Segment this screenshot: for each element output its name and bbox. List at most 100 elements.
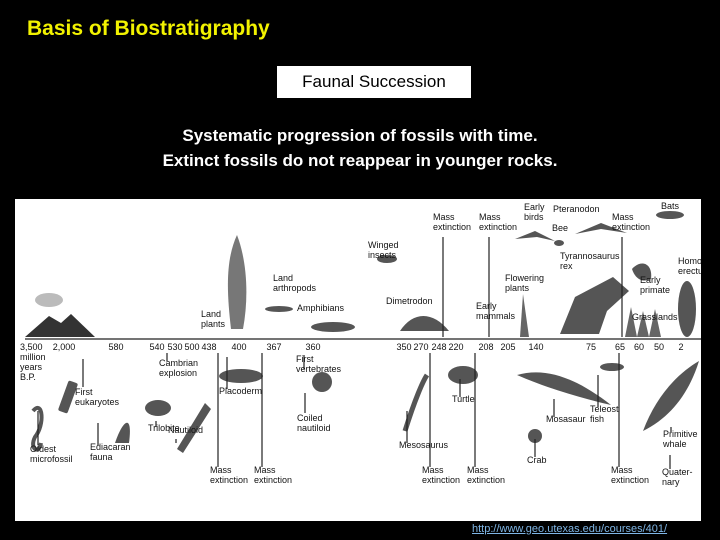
timeline-tick-label: 500 (184, 342, 199, 352)
event-label-below-line: eukaryotes (75, 397, 120, 407)
timeline-tick-label: 75 (586, 342, 596, 352)
event-label-below-line: Mass (254, 465, 276, 475)
event-label-below: Mesosaurus (399, 440, 449, 450)
event-label-below: Nautiloid (168, 425, 203, 435)
description-line-2: Extinct fossils do not reappear in young… (162, 151, 558, 170)
event-label-above-line: Mass (479, 212, 501, 222)
event-label-below-line: Crab (527, 455, 547, 465)
event-label-above-line: Winged (368, 240, 399, 250)
event-label-below-line: fish (590, 414, 604, 424)
event-label-below-line: Trilobite (148, 423, 180, 433)
source-link[interactable]: http://www.geo.utexas.edu/courses/401/ (472, 523, 668, 535)
event-label-above-line: Land (201, 309, 221, 319)
arthropod-icon (265, 306, 293, 312)
bird-icon (515, 231, 555, 241)
event-label-above-line: Mass (433, 212, 455, 222)
event-label-below-line: whale (662, 439, 687, 449)
event-label-below-line: Oldest (30, 444, 57, 454)
ediacaran-icon (115, 422, 130, 443)
event-label-above-line: erectus (678, 266, 701, 276)
timeline-start-label-line: years (20, 362, 43, 372)
timeline-tick-label: 530 (167, 342, 182, 352)
timeline-tick-label: 2 (678, 342, 683, 352)
event-label-below-line: Turtle (452, 394, 475, 404)
event-label-below-line: microfossil (30, 454, 73, 464)
event-label-above-line: insects (368, 250, 397, 260)
event-label-above-line: Flowering (505, 273, 544, 283)
homo-erectus-icon (678, 281, 696, 337)
event-label-above-line: Bats (661, 201, 680, 211)
event-label-below: Trilobite (148, 423, 180, 433)
subtitle-box: Faunal Succession (277, 66, 471, 98)
nautiloid-icon (177, 403, 211, 453)
event-label-above-line: Early (640, 275, 661, 285)
event-label-above: Grasslands (632, 312, 678, 322)
timeline-tick-label: 220 (448, 342, 463, 352)
event-label-below-line: Quater- (662, 467, 693, 477)
event-label-below-line: extinction (611, 475, 649, 485)
event-label-below-line: Mass (422, 465, 444, 475)
grassland-icon (625, 307, 661, 337)
mesosaurus-icon (402, 373, 430, 432)
event-label-above-line: rex (560, 261, 573, 271)
timeline-tick-label: 438 (201, 342, 216, 352)
event-label-below-line: Ediacaran (90, 442, 131, 452)
event-label-above-line: Dimetrodon (386, 296, 433, 306)
timeline-tick-label: 2,000 (53, 342, 76, 352)
event-label-below-line: extinction (254, 475, 292, 485)
event-label-above-line: extinction (479, 222, 517, 232)
event-label-above: Pteranodon (553, 204, 600, 214)
event-label-above: Dimetrodon (386, 296, 433, 306)
turtle-icon (448, 366, 478, 384)
event-label-below-line: extinction (422, 475, 460, 485)
teleost-fish-icon (600, 363, 624, 371)
bee-icon (554, 240, 564, 246)
timeline-tick-label: 248 (431, 342, 446, 352)
event-label-above-line: mammals (476, 311, 516, 321)
event-label-above-line: Amphibians (297, 303, 345, 313)
microfossil-icon (31, 406, 44, 452)
event-label-above-line: plants (201, 319, 226, 329)
tyrannosaurus-icon (560, 277, 629, 334)
event-label-below-line: extinction (467, 475, 505, 485)
event-label-above-line: primate (640, 285, 670, 295)
event-label-below-line: nautiloid (297, 423, 331, 433)
event-label-above: Homoerectus (678, 256, 701, 276)
event-label-below-line: vertebrates (296, 364, 342, 374)
trilobite-icon (145, 400, 171, 416)
event-label-above-line: Early (524, 202, 545, 212)
event-label-below-line: Mass (467, 465, 489, 475)
event-label-below: Quater-nary (662, 467, 693, 487)
event-label-below-line: explosion (159, 368, 197, 378)
event-label-above: Bats (661, 201, 680, 211)
pteranodon-icon (575, 223, 627, 234)
event-label-above-line: Land (273, 273, 293, 283)
event-label-above-line: Homo (678, 256, 701, 266)
timeline-tick-label: 208 (478, 342, 493, 352)
event-label-below: Placoderm (219, 386, 262, 396)
timeline-tick-label: 540 (149, 342, 164, 352)
placoderm-icon (219, 369, 263, 383)
event-label-below-line: Mosasaur (546, 414, 586, 424)
timeline-tick-label: 400 (231, 342, 246, 352)
event-label-above: Bee (552, 223, 568, 233)
fern-icon (227, 235, 247, 329)
event-label-below: Crab (527, 455, 547, 465)
event-label-below-line: extinction (210, 475, 248, 485)
timeline-start-label-line: million (20, 352, 46, 362)
event-label-above-line: extinction (433, 222, 471, 232)
event-label-below-line: Cambrian (159, 358, 198, 368)
